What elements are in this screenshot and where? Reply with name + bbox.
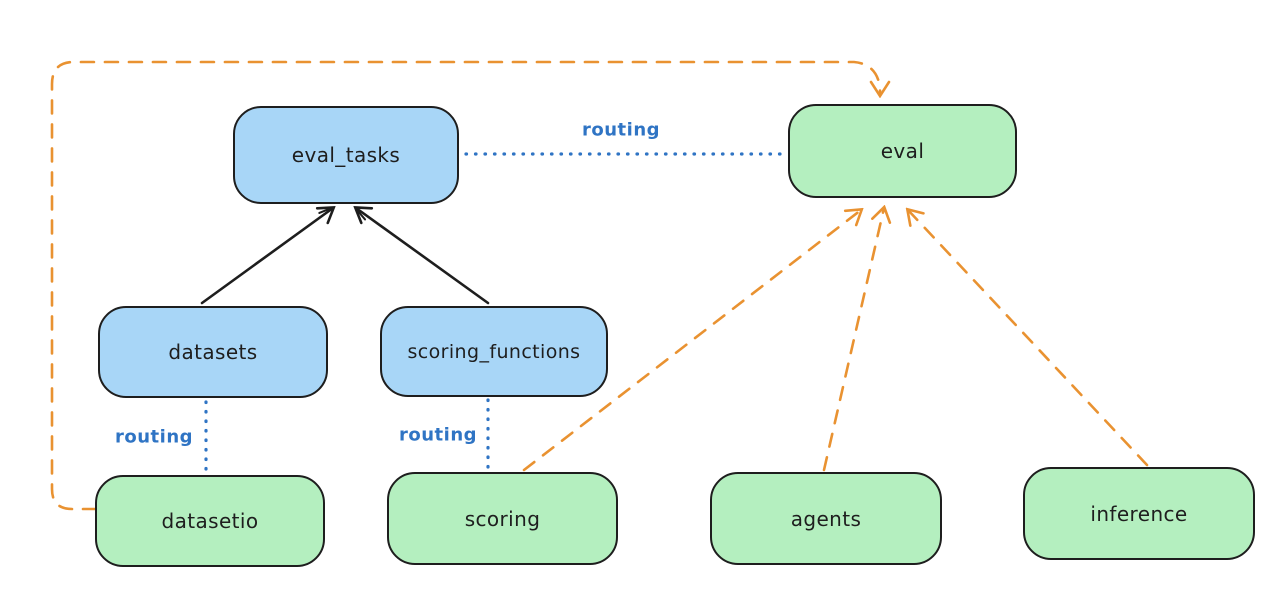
node-scoring[interactable]: scoring (387, 472, 618, 565)
node-agents-label: agents (790, 506, 862, 531)
node-datasets-label: datasets (168, 340, 258, 364)
node-inference[interactable]: inference (1023, 467, 1255, 560)
edge-scoring-to-eval (522, 210, 861, 472)
edge-scoring-functions-to-eval-tasks (356, 208, 490, 305)
routing-label-eval-tasks-eval: routing (581, 119, 661, 141)
edge-inference-to-eval (908, 210, 1149, 467)
node-datasetio-label: datasetio (161, 509, 259, 533)
node-eval-label: eval (880, 139, 925, 163)
node-scoring-functions-label: scoring_functions (407, 340, 581, 363)
routing-label-scoring-functions-scoring: routing (398, 424, 478, 446)
node-datasetio[interactable]: datasetio (95, 475, 325, 567)
node-eval-tasks[interactable]: eval_tasks (233, 106, 459, 204)
node-scoring-functions[interactable]: scoring_functions (380, 306, 608, 397)
edge-datasets-to-eval-tasks (200, 208, 333, 305)
node-eval[interactable]: eval (788, 104, 1017, 198)
node-agents[interactable]: agents (710, 472, 942, 565)
node-datasets[interactable]: datasets (98, 306, 328, 398)
node-scoring-label: scoring (464, 506, 541, 531)
edge-agents-to-eval (822, 208, 884, 472)
edge-datasetio-to-eval (50, 60, 880, 511)
node-eval-tasks-label: eval_tasks (291, 143, 401, 167)
routing-label-datasets-datasetio: routing (114, 426, 194, 448)
node-inference-label: inference (1090, 501, 1188, 526)
